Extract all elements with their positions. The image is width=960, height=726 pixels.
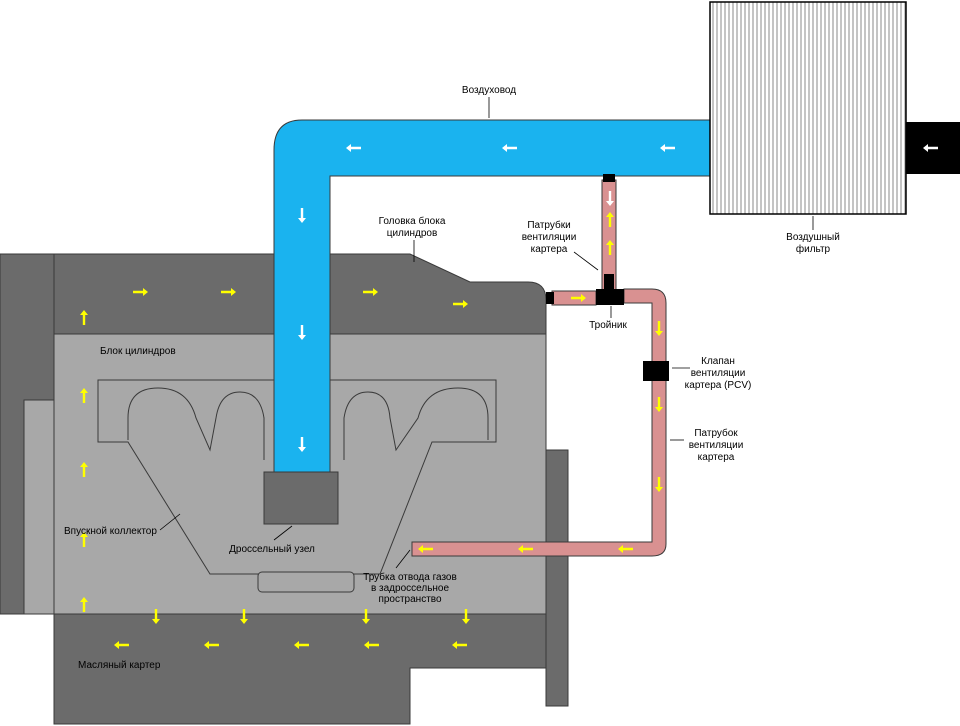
label-gas-tube-line2: в задроссельное (371, 583, 450, 594)
arrow-icon (606, 191, 614, 206)
cylinder-head (0, 253, 547, 335)
labels: Воздуховод Воздушный фильтр Головка блок… (64, 85, 840, 671)
label-pcv-valve-line3: картера (PCV) (685, 380, 752, 391)
arrow-icon (298, 208, 306, 223)
label-air-filter-line1: Воздушный (786, 232, 840, 243)
air-duct (273, 119, 713, 473)
pcv-return-hose (411, 288, 667, 557)
arrow-icon (298, 325, 306, 340)
arrow-icon (606, 240, 614, 255)
label-cylinder-block: Блок цилиндров (100, 346, 176, 357)
arrow-icon (462, 609, 470, 624)
callout-leaders (159, 97, 814, 569)
hose-head-nipple (546, 292, 554, 304)
arrow-icon (606, 212, 614, 227)
label-gas-tube-line3: пространство (378, 594, 442, 605)
intake-manifold (97, 379, 497, 593)
label-breather-pipe-line2: вентиляции (689, 440, 744, 451)
arrow-icon (571, 294, 586, 302)
front-cover-inner (23, 399, 55, 615)
label-pcv-valve-line1: Клапан (701, 356, 735, 367)
label-air-duct: Воздуховод (462, 85, 516, 96)
arrow-icon (453, 300, 468, 308)
label-breather-pipes-line1: Патрубки (527, 219, 570, 231)
arrow-icon (80, 532, 88, 547)
label-breather-pipes-line2: вентиляции (522, 232, 577, 243)
label-breather-pipe-line1: Патрубок (694, 427, 738, 439)
arrow-icon (80, 388, 88, 403)
arrow-icon (133, 288, 148, 296)
label-intake-manifold: Впускной коллектор (64, 526, 157, 537)
label-air-filter-line2: фильтр (796, 243, 831, 255)
arrow-icon (80, 310, 88, 325)
manifold-lower-chamber (257, 571, 355, 593)
arrow-icon (80, 462, 88, 477)
arrow-icon (518, 545, 533, 553)
arrow-icon (80, 597, 88, 612)
hose-duct-nipple (603, 174, 615, 182)
arrow-icon (221, 288, 236, 296)
arrow-icon (346, 144, 361, 152)
arrow-icon (114, 641, 129, 649)
arrow-icon (923, 144, 938, 152)
arrow-icon (362, 609, 370, 624)
arrow-icon (294, 641, 309, 649)
label-throttle-body: Дроссельный узел (229, 544, 315, 555)
air-filter (709, 1, 907, 215)
arrow-icon (660, 144, 675, 152)
arrow-icon (204, 641, 219, 649)
throttle-body (263, 471, 339, 525)
arrow-icon (655, 477, 663, 492)
label-tee: Тройник (589, 320, 627, 331)
arrow-icon (364, 641, 379, 649)
arrow-icon (618, 545, 633, 553)
arrow-icon (655, 321, 663, 336)
arrow-icon (363, 288, 378, 296)
arrow-icon (655, 397, 663, 412)
label-pcv-valve-line2: вентиляции (691, 368, 746, 379)
arrow-icon (502, 144, 517, 152)
arrow-icon (240, 609, 248, 624)
label-breather-pipes-line3: картера (531, 244, 568, 255)
tee-stem (604, 274, 614, 290)
arrow-icon (298, 437, 306, 452)
manifold-runners (127, 387, 489, 460)
arrow-icon (452, 641, 467, 649)
rear-bracket (545, 449, 569, 707)
tee-fitting (596, 289, 624, 305)
arrow-icon (418, 545, 433, 553)
oil-pan (53, 613, 547, 725)
pcv-valve (643, 361, 669, 381)
label-cylinder-head-line2: цилиндров (387, 228, 438, 239)
arrow-icon (152, 609, 160, 624)
pcv-hoses (411, 174, 669, 557)
label-cylinder-head-line1: Головка блока (379, 215, 446, 227)
label-gas-tube-line1: Трубка отвода газов (363, 571, 457, 583)
flow-arrows (80, 144, 938, 649)
label-oil-pan: Масляный картер (78, 660, 161, 671)
label-breather-pipe-line3: картера (698, 452, 735, 463)
